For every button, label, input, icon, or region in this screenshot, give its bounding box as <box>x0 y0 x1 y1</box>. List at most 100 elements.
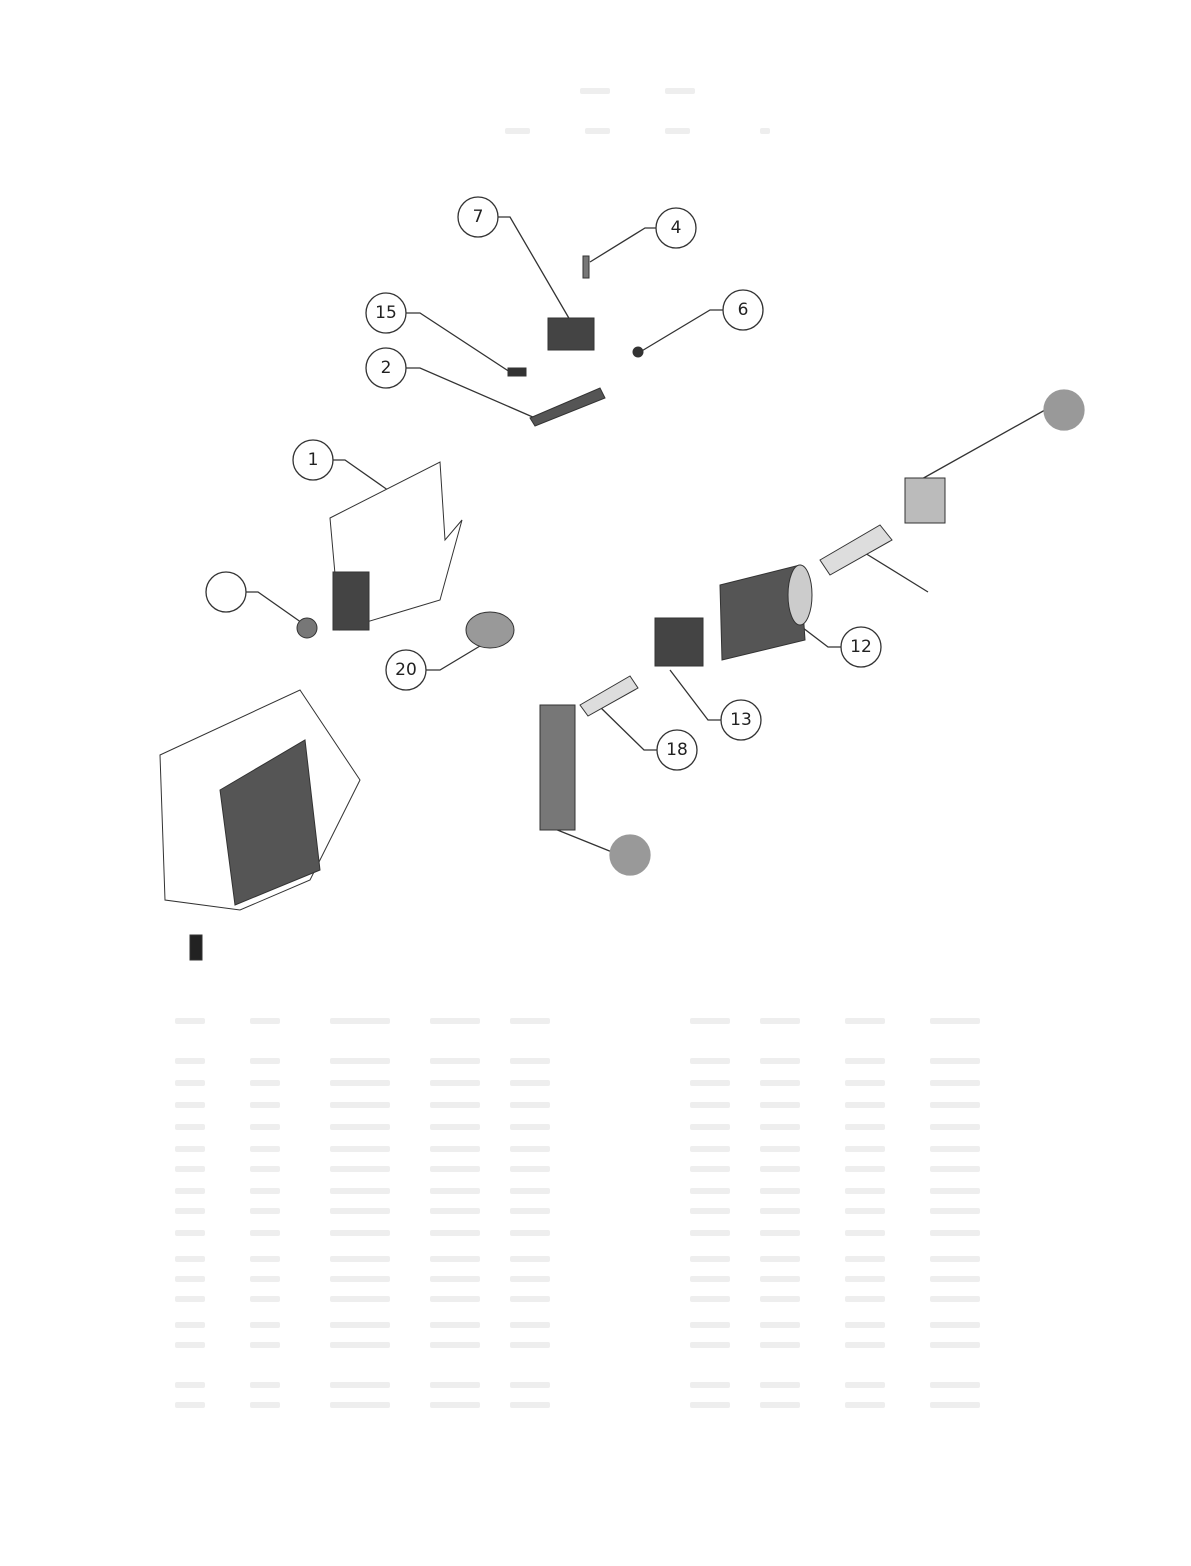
faded-table-cell <box>250 1276 280 1282</box>
faded-table-cell <box>690 1124 730 1130</box>
callouts: 7 4 15 6 2 1 20 12 13 18 <box>205 196 1085 876</box>
faded-table-cell <box>845 1208 885 1214</box>
svg-text:6: 6 <box>738 300 749 320</box>
faded-table-cell <box>510 1146 550 1152</box>
faded-table-cell <box>690 1276 730 1282</box>
faded-table-cell <box>510 1166 550 1172</box>
callout-blank-left <box>205 571 247 613</box>
faded-table-cell <box>175 1342 205 1348</box>
faded-table-cell <box>250 1102 280 1108</box>
callout-18: 18 <box>656 729 698 771</box>
callout-12: 12 <box>840 626 882 668</box>
faded-table-cell <box>760 1188 800 1194</box>
faded-table-cell <box>510 1058 550 1064</box>
faded-table-cell <box>930 1382 980 1388</box>
faded-table-cell <box>690 1230 730 1236</box>
faded-table-cell <box>690 1256 730 1262</box>
callout-15: 15 <box>365 292 407 334</box>
parts <box>159 255 946 961</box>
faded-table-cell <box>760 1256 800 1262</box>
svg-text:7: 7 <box>473 207 484 227</box>
part-tube <box>819 524 893 576</box>
faded-table-cell <box>430 1322 480 1328</box>
faded-table-cell <box>930 1322 980 1328</box>
faded-table-cell <box>930 1080 980 1086</box>
faded-table-cell <box>250 1256 280 1262</box>
faded-table-cell <box>330 1146 390 1152</box>
faded-table-cell <box>690 1102 730 1108</box>
part-1-panel <box>332 571 370 631</box>
faded-table-cell <box>510 1276 550 1282</box>
faded-table-cell <box>690 1342 730 1348</box>
faded-table-cell <box>250 1382 280 1388</box>
faded-table-cell <box>930 1188 980 1194</box>
faded-table-cell <box>330 1342 390 1348</box>
faded-table-cell <box>430 1230 480 1236</box>
faded-table-cell <box>845 1124 885 1130</box>
faded-table-cell <box>430 1102 480 1108</box>
faded-table-cell <box>430 1146 480 1152</box>
faded-table-cell <box>510 1102 550 1108</box>
svg-text:20: 20 <box>395 660 417 680</box>
faded-table-cell <box>510 1124 550 1130</box>
faded-table-cell <box>760 1322 800 1328</box>
faded-table-cell <box>510 1188 550 1194</box>
faded-table-cell <box>250 1058 280 1064</box>
faded-table-cell <box>250 1124 280 1130</box>
faded-table-cell <box>330 1208 390 1214</box>
part-knob <box>296 617 318 639</box>
callout-4: 4 <box>655 207 697 249</box>
svg-text:4: 4 <box>671 218 682 238</box>
faded-table-cell <box>760 1230 800 1236</box>
faded-table-cell <box>430 1402 480 1408</box>
faded-table-cell <box>760 1080 800 1086</box>
faded-table-cell <box>845 1102 885 1108</box>
callout-13: 13 <box>720 699 762 741</box>
faded-table-cell <box>430 1018 480 1024</box>
faded-table-cell <box>430 1342 480 1348</box>
faded-table-cell <box>430 1276 480 1282</box>
faded-table-cell <box>930 1146 980 1152</box>
part-2-rail <box>529 387 606 427</box>
faded-table-cell <box>510 1382 550 1388</box>
faded-table-cell <box>930 1124 980 1130</box>
assembled-unit-body <box>219 739 321 906</box>
svg-text:2: 2 <box>381 358 392 378</box>
faded-table-cell <box>845 1296 885 1302</box>
faded-table-cell <box>930 1230 980 1236</box>
faded-table-cell <box>175 1166 205 1172</box>
svg-text:1: 1 <box>308 450 319 470</box>
faded-table-cell <box>690 1166 730 1172</box>
faded-table-cell <box>930 1276 980 1282</box>
faded-table-cell <box>250 1208 280 1214</box>
faded-table-cell <box>330 1188 390 1194</box>
faded-table-cell <box>930 1102 980 1108</box>
faded-table-cell <box>845 1256 885 1262</box>
faded-table-cell <box>760 1058 800 1064</box>
faded-table-cell <box>510 1018 550 1024</box>
faded-table-cell <box>930 1342 980 1348</box>
faded-table-cell <box>760 1018 800 1024</box>
part-20-hub <box>465 611 515 649</box>
faded-table-cell <box>845 1322 885 1328</box>
faded-table-cell <box>175 1296 205 1302</box>
faded-table-cell <box>760 1342 800 1348</box>
faded-table-cell <box>430 1296 480 1302</box>
part-12-housing <box>719 564 806 661</box>
faded-table-cell <box>690 1146 730 1152</box>
faded-table-cell <box>690 1296 730 1302</box>
faded-table-cell <box>430 1058 480 1064</box>
faded-table-cell <box>175 1188 205 1194</box>
faded-table-cell <box>175 1146 205 1152</box>
faded-table-cell <box>760 1276 800 1282</box>
faded-table-cell <box>330 1018 390 1024</box>
faded-table-cell <box>690 1188 730 1194</box>
faded-table-cell <box>760 1402 800 1408</box>
part-7-bracket <box>547 317 595 351</box>
leader-lines <box>245 216 1046 853</box>
faded-table-cell <box>510 1256 550 1262</box>
faded-table-cell <box>690 1402 730 1408</box>
faded-table-cell <box>690 1058 730 1064</box>
faded-table-cell <box>845 1080 885 1086</box>
